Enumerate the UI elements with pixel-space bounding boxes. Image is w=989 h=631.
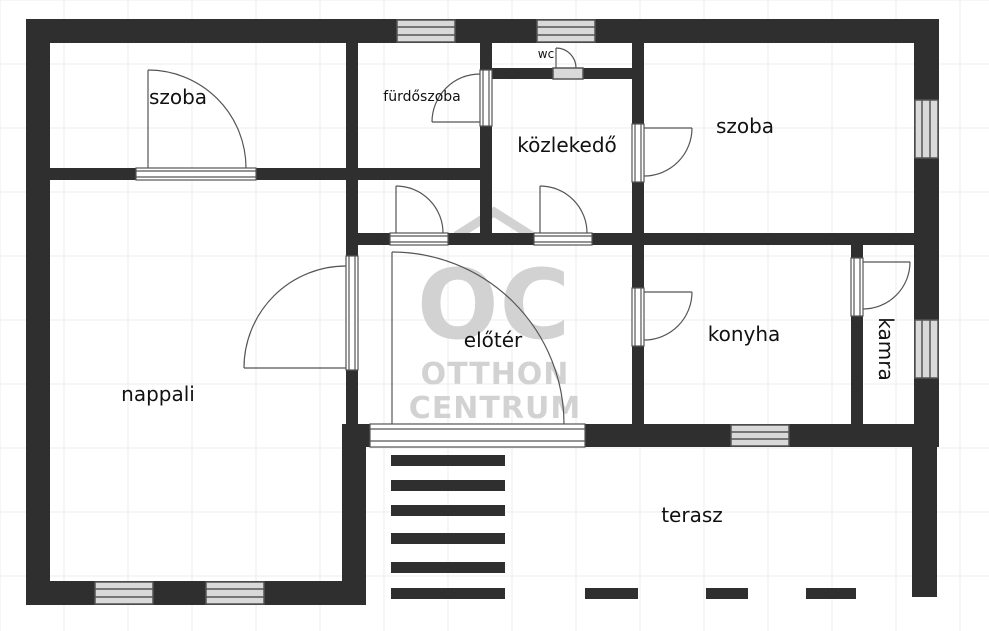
room-label-eloter: előtér xyxy=(464,328,523,352)
terrace-edge-dash xyxy=(706,588,748,599)
door-opening-entrance xyxy=(369,423,586,448)
wall-szoba-bottom xyxy=(50,168,480,180)
doors xyxy=(135,47,911,448)
room-label-konyha: konyha xyxy=(708,322,781,346)
stair-step xyxy=(391,533,505,544)
stair-step xyxy=(391,505,505,516)
window-top-furdo xyxy=(396,19,456,43)
room-label-kamra: kamra xyxy=(874,317,898,380)
wall-outer-top xyxy=(26,19,939,43)
window-bottom-konyha xyxy=(730,424,790,447)
window-bottom-nappali-1 xyxy=(94,581,154,605)
wall-outer-bottom xyxy=(26,581,366,605)
wall-outer-left xyxy=(26,19,50,605)
door-opening-upper-left xyxy=(389,232,449,246)
window-wc-inner xyxy=(552,67,584,80)
door-opening-furdo xyxy=(479,69,493,127)
terrace xyxy=(391,455,856,599)
door-opening-kozlekedo xyxy=(533,232,593,246)
terrace-edge-dash xyxy=(806,588,856,599)
window-right-kamra xyxy=(914,319,939,379)
stair-step xyxy=(391,480,505,491)
room-label-nappali: nappali xyxy=(121,382,195,406)
room-label-furdoszoba: fürdőszoba xyxy=(383,89,460,105)
door-opening-szoba-right xyxy=(631,123,645,183)
room-labels: szoba fürdőszoba wc közlekedő szoba napp… xyxy=(121,47,898,527)
stair-step xyxy=(391,588,505,599)
stair-step xyxy=(391,455,505,466)
terrace-post-right xyxy=(912,447,937,597)
room-label-szoba-right: szoba xyxy=(716,114,774,138)
room-label-wc: wc xyxy=(538,47,554,61)
watermark-line1: OTTHON xyxy=(421,357,570,392)
door-opening-kamra xyxy=(850,257,864,317)
window-bottom-nappali-2 xyxy=(205,581,265,605)
windows xyxy=(94,19,939,605)
door-opening-szoba xyxy=(135,167,257,181)
room-label-terasz: terasz xyxy=(661,503,723,527)
window-right-szoba xyxy=(914,99,939,159)
terrace-edge-dash xyxy=(585,588,638,599)
door-opening-nappali xyxy=(345,255,359,371)
room-label-szoba-left: szoba xyxy=(149,85,207,109)
wall-nappali-right xyxy=(342,424,366,605)
stair-step xyxy=(391,562,505,573)
watermark: OC OTTHON CENTRUM xyxy=(409,206,581,426)
door-opening-konyha xyxy=(631,287,645,347)
watermark-roof-icon xyxy=(453,206,535,240)
window-top-wc xyxy=(536,19,596,43)
watermark-logo: OC xyxy=(417,249,571,361)
room-label-kozlekedo: közlekedő xyxy=(517,133,617,157)
wall-eloter-top xyxy=(346,233,939,245)
watermark-line2: CENTRUM xyxy=(409,391,581,426)
